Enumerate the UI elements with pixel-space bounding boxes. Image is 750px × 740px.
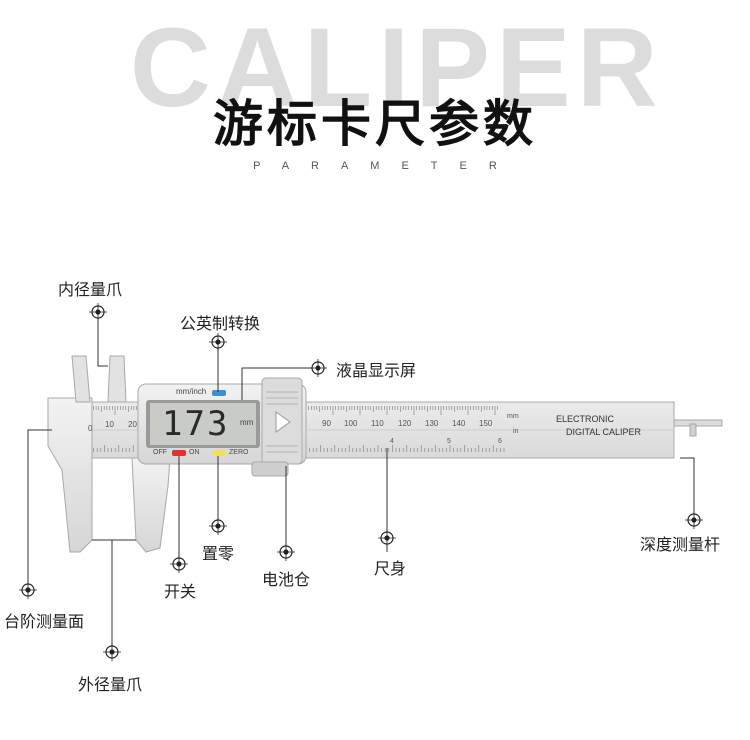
main-scale-number: 110 [371, 419, 384, 428]
label-lcd: 液晶显示屏 [336, 361, 417, 380]
thumb-grip [266, 391, 298, 453]
lcd-screen [150, 403, 256, 445]
off-label: OFF [153, 449, 167, 456]
inch-scale-ticks [89, 445, 505, 452]
label-depth-rod: 深度测量杆 [640, 535, 721, 554]
main-scale-ticks [87, 406, 499, 415]
scale-mm-label: mm [507, 413, 519, 420]
target-marker-icon [170, 555, 188, 573]
main-scale-number: 150 [479, 419, 493, 428]
label-outer-jaw: 外径量爪 [78, 675, 143, 694]
main-scale-number: 130 [425, 419, 439, 428]
target-marker-icon [89, 303, 107, 321]
target-marker-icon [19, 581, 37, 599]
zero-button[interactable] [212, 450, 226, 456]
page-subtitle: PARAMETER [253, 160, 519, 172]
inch-scale-number: 6 [498, 438, 502, 445]
brand-line-2: DIGITAL CALIPER [566, 427, 642, 437]
label-step: 台阶测量面 [4, 612, 85, 631]
target-marker-icon [277, 543, 295, 561]
scale-in-label: in [513, 428, 519, 435]
label-unit-switch: 公英制转换 [180, 314, 261, 333]
on-label: ON [189, 449, 200, 456]
inch-scale-number: 5 [447, 438, 451, 445]
arrow-icon [275, 411, 291, 433]
main-scale-number: 100 [344, 419, 358, 428]
label-power: 开关 [164, 582, 197, 601]
zero-label: ZERO [229, 449, 249, 456]
lcd-unit: mm [240, 418, 254, 427]
jaw-scale-number: 20 [128, 420, 137, 429]
background-word: CALIPER [130, 5, 664, 130]
inch-scale-number: 4 [390, 438, 394, 445]
battery-cover [251, 461, 289, 477]
brand-line-1: ELECTRONIC [556, 414, 615, 424]
main-scale-number: 140 [452, 419, 466, 428]
slider [107, 355, 307, 553]
unit-switch-button[interactable] [212, 390, 226, 396]
unit-label: mm/inch [176, 387, 207, 396]
label-ruler: 尺身 [374, 559, 407, 578]
label-inner-jaw: 内径量爪 [58, 280, 123, 299]
target-marker-icon [209, 517, 227, 535]
page-title: 游标卡尺参数 [213, 95, 537, 153]
fixed-jaw [47, 355, 93, 553]
label-battery: 电池仓 [262, 570, 311, 589]
lcd-reading: 173 [162, 404, 230, 444]
depth-rod [669, 419, 723, 437]
target-marker-icon [103, 643, 121, 661]
main-scale-number: 120 [398, 419, 412, 428]
target-marker-icon [378, 529, 396, 547]
jaw-scale-number: 10 [105, 420, 114, 429]
target-marker-icon [209, 333, 227, 351]
main-scale-number: 90 [322, 419, 331, 428]
target-marker-icon [309, 359, 327, 377]
power-button[interactable] [172, 450, 186, 456]
label-zero: 置零 [202, 544, 235, 563]
target-marker-icon [685, 511, 703, 529]
label-markers [19, 303, 703, 661]
jaw-scale-number: 0 [88, 424, 93, 433]
